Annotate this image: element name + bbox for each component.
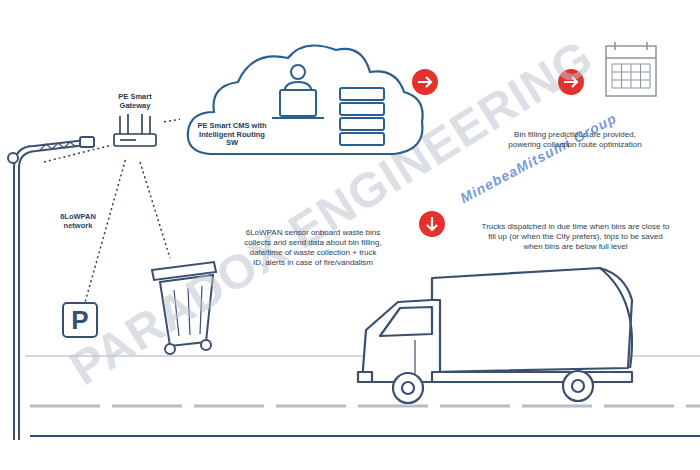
dotted-line xyxy=(164,119,180,121)
wireless-link xyxy=(140,162,170,258)
arrow-badge xyxy=(419,211,445,237)
road-marking xyxy=(30,405,700,408)
node-text: PE Smart CMS with Intelligent Routing SW xyxy=(196,122,268,148)
wireless-link xyxy=(164,119,180,121)
arrow-badge xyxy=(412,69,438,95)
road-curb xyxy=(30,435,700,437)
note-text: Bin filling predictions are provided, po… xyxy=(500,130,650,150)
network-label: 6LoWPAN network xyxy=(56,212,100,231)
gateway-node: PE Smart Gateway xyxy=(106,92,164,160)
note-text: 6LoWPAN sensor onboard waste bins collec… xyxy=(244,228,382,268)
router-icon xyxy=(106,112,164,152)
wireless-link xyxy=(85,160,125,302)
street-lamp xyxy=(8,137,94,440)
note-text: Trucks dispatched in due time when bins … xyxy=(478,222,673,252)
garbage-truck xyxy=(358,268,632,403)
sign-letter: P xyxy=(71,307,88,333)
parking-sign: P xyxy=(62,302,98,338)
calendar-icon xyxy=(606,42,656,96)
wireless-link xyxy=(44,145,112,162)
node-text: PE Smart Gateway xyxy=(115,92,155,110)
dotted-line xyxy=(85,160,125,302)
cloud-outline xyxy=(180,42,430,160)
cloud-node: PE Smart CMS with Intelligent Routing SW xyxy=(180,42,430,160)
